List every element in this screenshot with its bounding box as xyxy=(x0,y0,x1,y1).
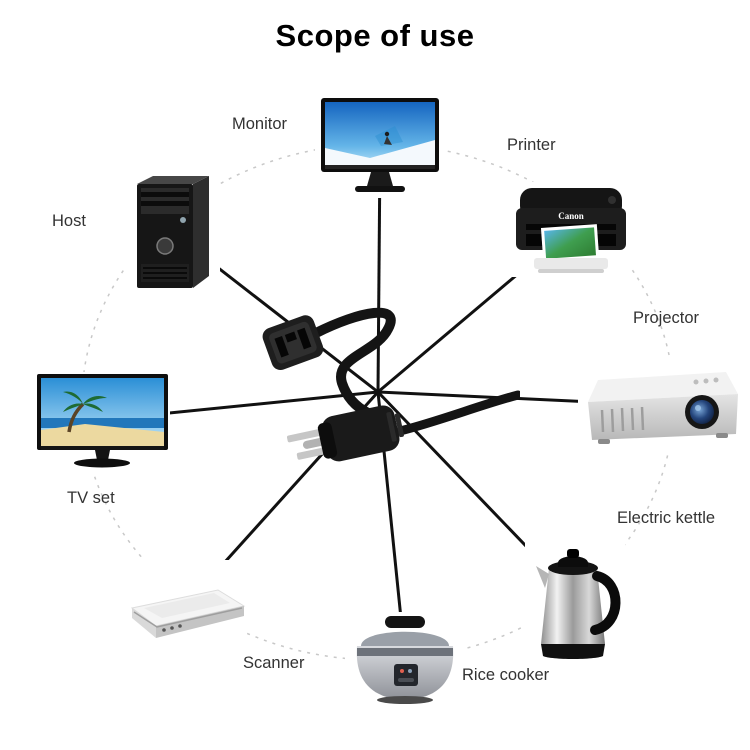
us-plug xyxy=(286,405,404,462)
c13-connector xyxy=(262,315,324,371)
label-projector: Projector xyxy=(633,309,700,327)
label-scanner: Scanner xyxy=(243,654,305,672)
label-rice-cooker: Rice cooker xyxy=(462,666,550,684)
label-tv-set: TV set xyxy=(67,489,115,507)
scanner-icon xyxy=(122,560,247,650)
label-monitor: Monitor xyxy=(232,115,288,133)
printer-brand-text: Canon xyxy=(558,211,584,221)
projector-icon xyxy=(578,360,743,455)
pc-tower-icon xyxy=(125,168,220,293)
printer-icon: Canon xyxy=(512,182,630,277)
monitor-icon xyxy=(315,98,445,198)
label-host: Host xyxy=(52,212,86,230)
label-printer: Printer xyxy=(507,136,556,154)
tv-icon xyxy=(35,372,170,472)
power-cord xyxy=(262,307,520,462)
kettle-icon xyxy=(525,532,625,662)
page-title: Scope of use xyxy=(275,18,475,53)
label-electric-kettle: Electric kettle xyxy=(617,509,716,527)
rice-cooker-icon xyxy=(345,612,465,707)
